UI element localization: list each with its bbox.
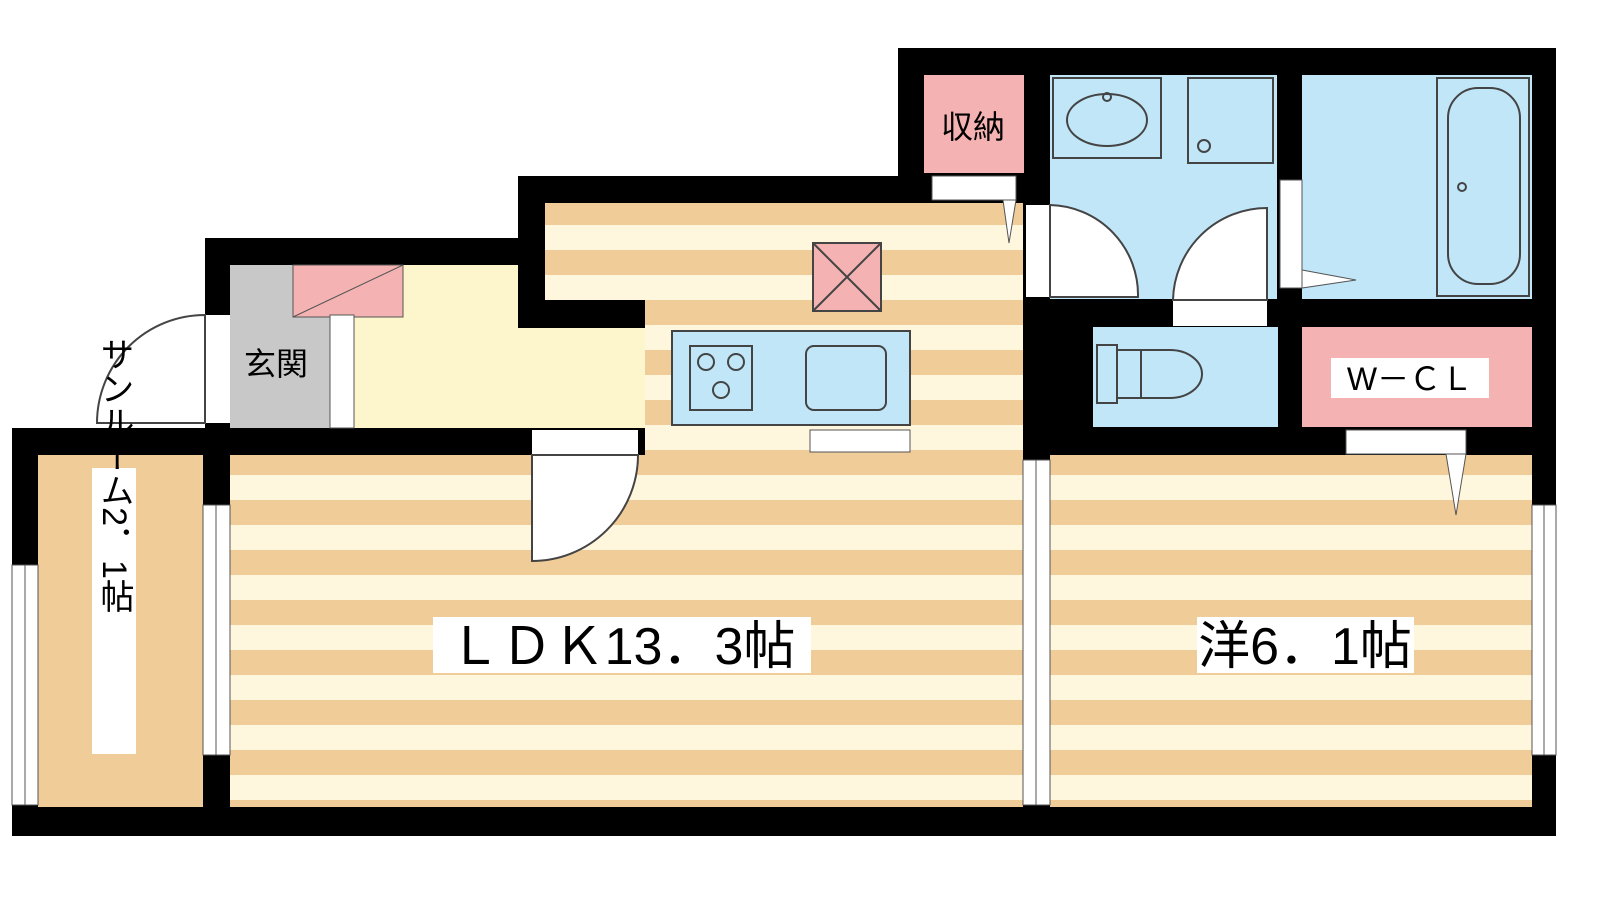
bathroom-floor <box>1302 75 1532 299</box>
washing-machine-pan <box>1187 77 1274 164</box>
sunroom-label: サンルーム2．1帖 <box>95 337 133 613</box>
wcl-label: W－ＣＬ <box>1347 361 1473 397</box>
sunroom-window <box>11 564 39 806</box>
ldk-door[interactable] <box>531 430 640 563</box>
kitchen-counter <box>671 330 911 426</box>
entrance-door[interactable] <box>95 313 230 424</box>
toilet-floor <box>1093 327 1278 427</box>
washroom-door[interactable] <box>1026 203 1140 298</box>
bathroom-door[interactable] <box>1279 179 1357 289</box>
storage-floor <box>924 75 1024 173</box>
ldk-label: ＬＤＫ13．3帖 <box>449 618 796 676</box>
western-window <box>1531 504 1557 756</box>
toilet-icon <box>1096 344 1203 404</box>
ventilation-icon <box>812 242 882 312</box>
partition-window <box>1022 459 1051 806</box>
washbasin-icon <box>1052 77 1162 159</box>
western-room-label: 洋6．1帖 <box>1198 618 1412 676</box>
toilet-door[interactable] <box>1171 206 1268 326</box>
ldk-window <box>202 504 231 756</box>
bathtub-icon <box>1436 77 1530 297</box>
entrance-label: 玄関 <box>244 346 308 382</box>
storage-label: 収納 <box>941 109 1005 145</box>
stove-icon <box>689 345 753 411</box>
sink-icon <box>805 345 887 411</box>
